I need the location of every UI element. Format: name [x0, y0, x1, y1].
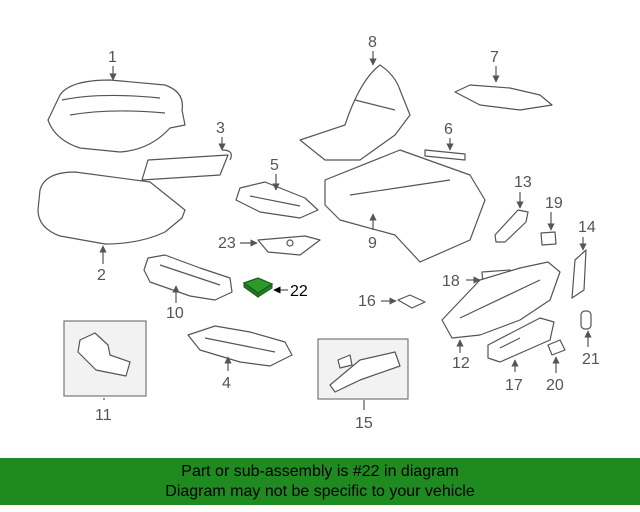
- part-2-cushion-pad: [37, 171, 186, 245]
- callout-23: 23: [218, 235, 236, 252]
- part-3-heater-pad: [141, 149, 232, 181]
- callout-18: 18: [442, 273, 460, 290]
- part-13-lever: [494, 209, 529, 243]
- callout-6: 6: [444, 121, 453, 138]
- callout-4: 4: [222, 375, 231, 392]
- callout-22: 22: [290, 283, 308, 300]
- callout-2: 2: [97, 267, 106, 284]
- part-14-trim-strip: [571, 249, 587, 299]
- part-11-boxed: [63, 320, 147, 397]
- callout-9: 9: [368, 235, 377, 252]
- part-7-harness: [454, 84, 553, 111]
- callout-14: 14: [578, 219, 596, 236]
- callout-11: 11: [95, 407, 112, 424]
- callout-7: 7: [490, 49, 499, 66]
- part-16-plate: [397, 294, 426, 309]
- callout-8: 8: [368, 34, 377, 51]
- callout-1: 1: [108, 49, 117, 66]
- callout-19: 19: [545, 195, 563, 212]
- part-23-bracket: [257, 235, 321, 256]
- callout-5: 5: [270, 157, 279, 174]
- callout-16: 16: [358, 293, 376, 310]
- callout-13: 13: [514, 174, 532, 191]
- callout-12: 12: [452, 355, 470, 372]
- banner-line-1: Part or sub-assembly is #22 in diagram: [181, 463, 459, 480]
- part-4-cushion-frame: [187, 325, 293, 367]
- callout-17: 17: [505, 377, 523, 394]
- part-15-boxed: [317, 338, 409, 400]
- callout-15: 15: [355, 415, 373, 432]
- part-8-frame-upper: [299, 64, 411, 161]
- info-banner: Part or sub-assembly is #22 in diagram D…: [0, 458, 640, 505]
- part-22-highlighted: [242, 277, 274, 298]
- part-9-frame-base: [324, 149, 486, 263]
- part-5-pad: [235, 181, 319, 219]
- part-17-switch-bezel: [487, 317, 555, 363]
- callout-21: 21: [582, 351, 600, 368]
- part-20-knob: [547, 339, 566, 356]
- banner-line-2: Diagram may not be specific to your vehi…: [165, 483, 475, 500]
- part-21-knob: [580, 310, 592, 330]
- part-10-rail-cover: [143, 254, 233, 301]
- callout-20: 20: [546, 377, 564, 394]
- callout-3: 3: [216, 120, 225, 137]
- callout-10: 10: [166, 305, 184, 322]
- part-12-side-shield: [441, 261, 561, 339]
- part-1-cushion-cover: [47, 79, 186, 153]
- part-6-rod: [424, 149, 466, 161]
- part-19-block: [540, 231, 557, 246]
